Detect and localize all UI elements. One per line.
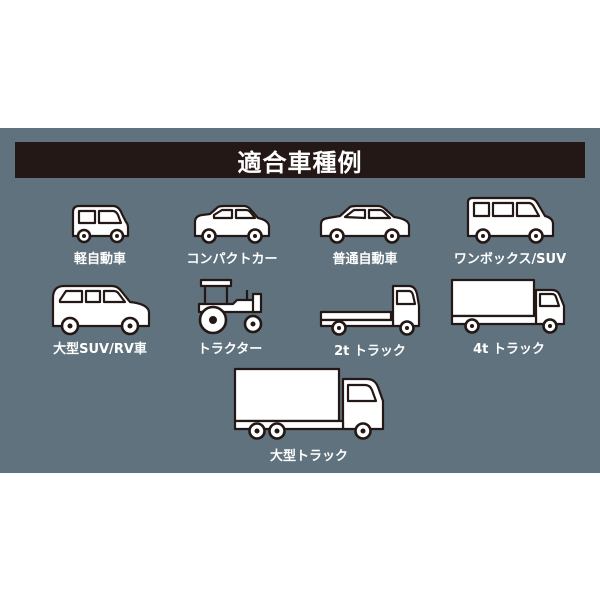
compact-car-icon (193, 204, 271, 244)
large-suv-icon (51, 284, 151, 336)
truck-2t-icon (319, 284, 421, 336)
vehicle-kei-car: 軽自動車 (62, 202, 138, 267)
vehicle-large-suv: 大型SUV/RV車 (40, 282, 160, 357)
vehicle-label: 軽自動車 (73, 252, 126, 267)
vehicle-minivan: ワンボックス/SUV (445, 196, 575, 267)
vehicle-label: 大型トラック (269, 449, 348, 464)
kei-car-icon (71, 204, 130, 244)
vehicle-label: 4t トラック (473, 342, 545, 357)
vehicle-truck-2t: 2t トラック (310, 282, 430, 359)
truck-4t-icon (450, 278, 566, 334)
vehicle-large-truck: 大型トラック (228, 365, 390, 464)
large-truck-icon (233, 367, 385, 440)
sedan-car-icon (319, 204, 411, 244)
page-title: 適合車種例 (15, 142, 585, 178)
minivan-icon (466, 196, 555, 244)
vehicle-compact-car: コンパクトカー (172, 202, 292, 267)
vehicle-truck-4t: 4t トラック (444, 276, 574, 357)
vehicle-label: 普通自動車 (332, 252, 398, 267)
vehicle-tractor: トラクター (180, 276, 280, 357)
vehicle-label: 2t トラック (334, 344, 406, 359)
vehicle-label: コンパクトカー (186, 252, 278, 267)
vehicle-label: トラクター (197, 342, 263, 357)
vehicle-sedan: 普通自動車 (310, 202, 420, 267)
vehicle-label: 大型SUV/RV車 (53, 342, 147, 357)
vehicle-label: ワンボックス/SUV (453, 252, 567, 267)
tractor-icon (197, 278, 263, 335)
